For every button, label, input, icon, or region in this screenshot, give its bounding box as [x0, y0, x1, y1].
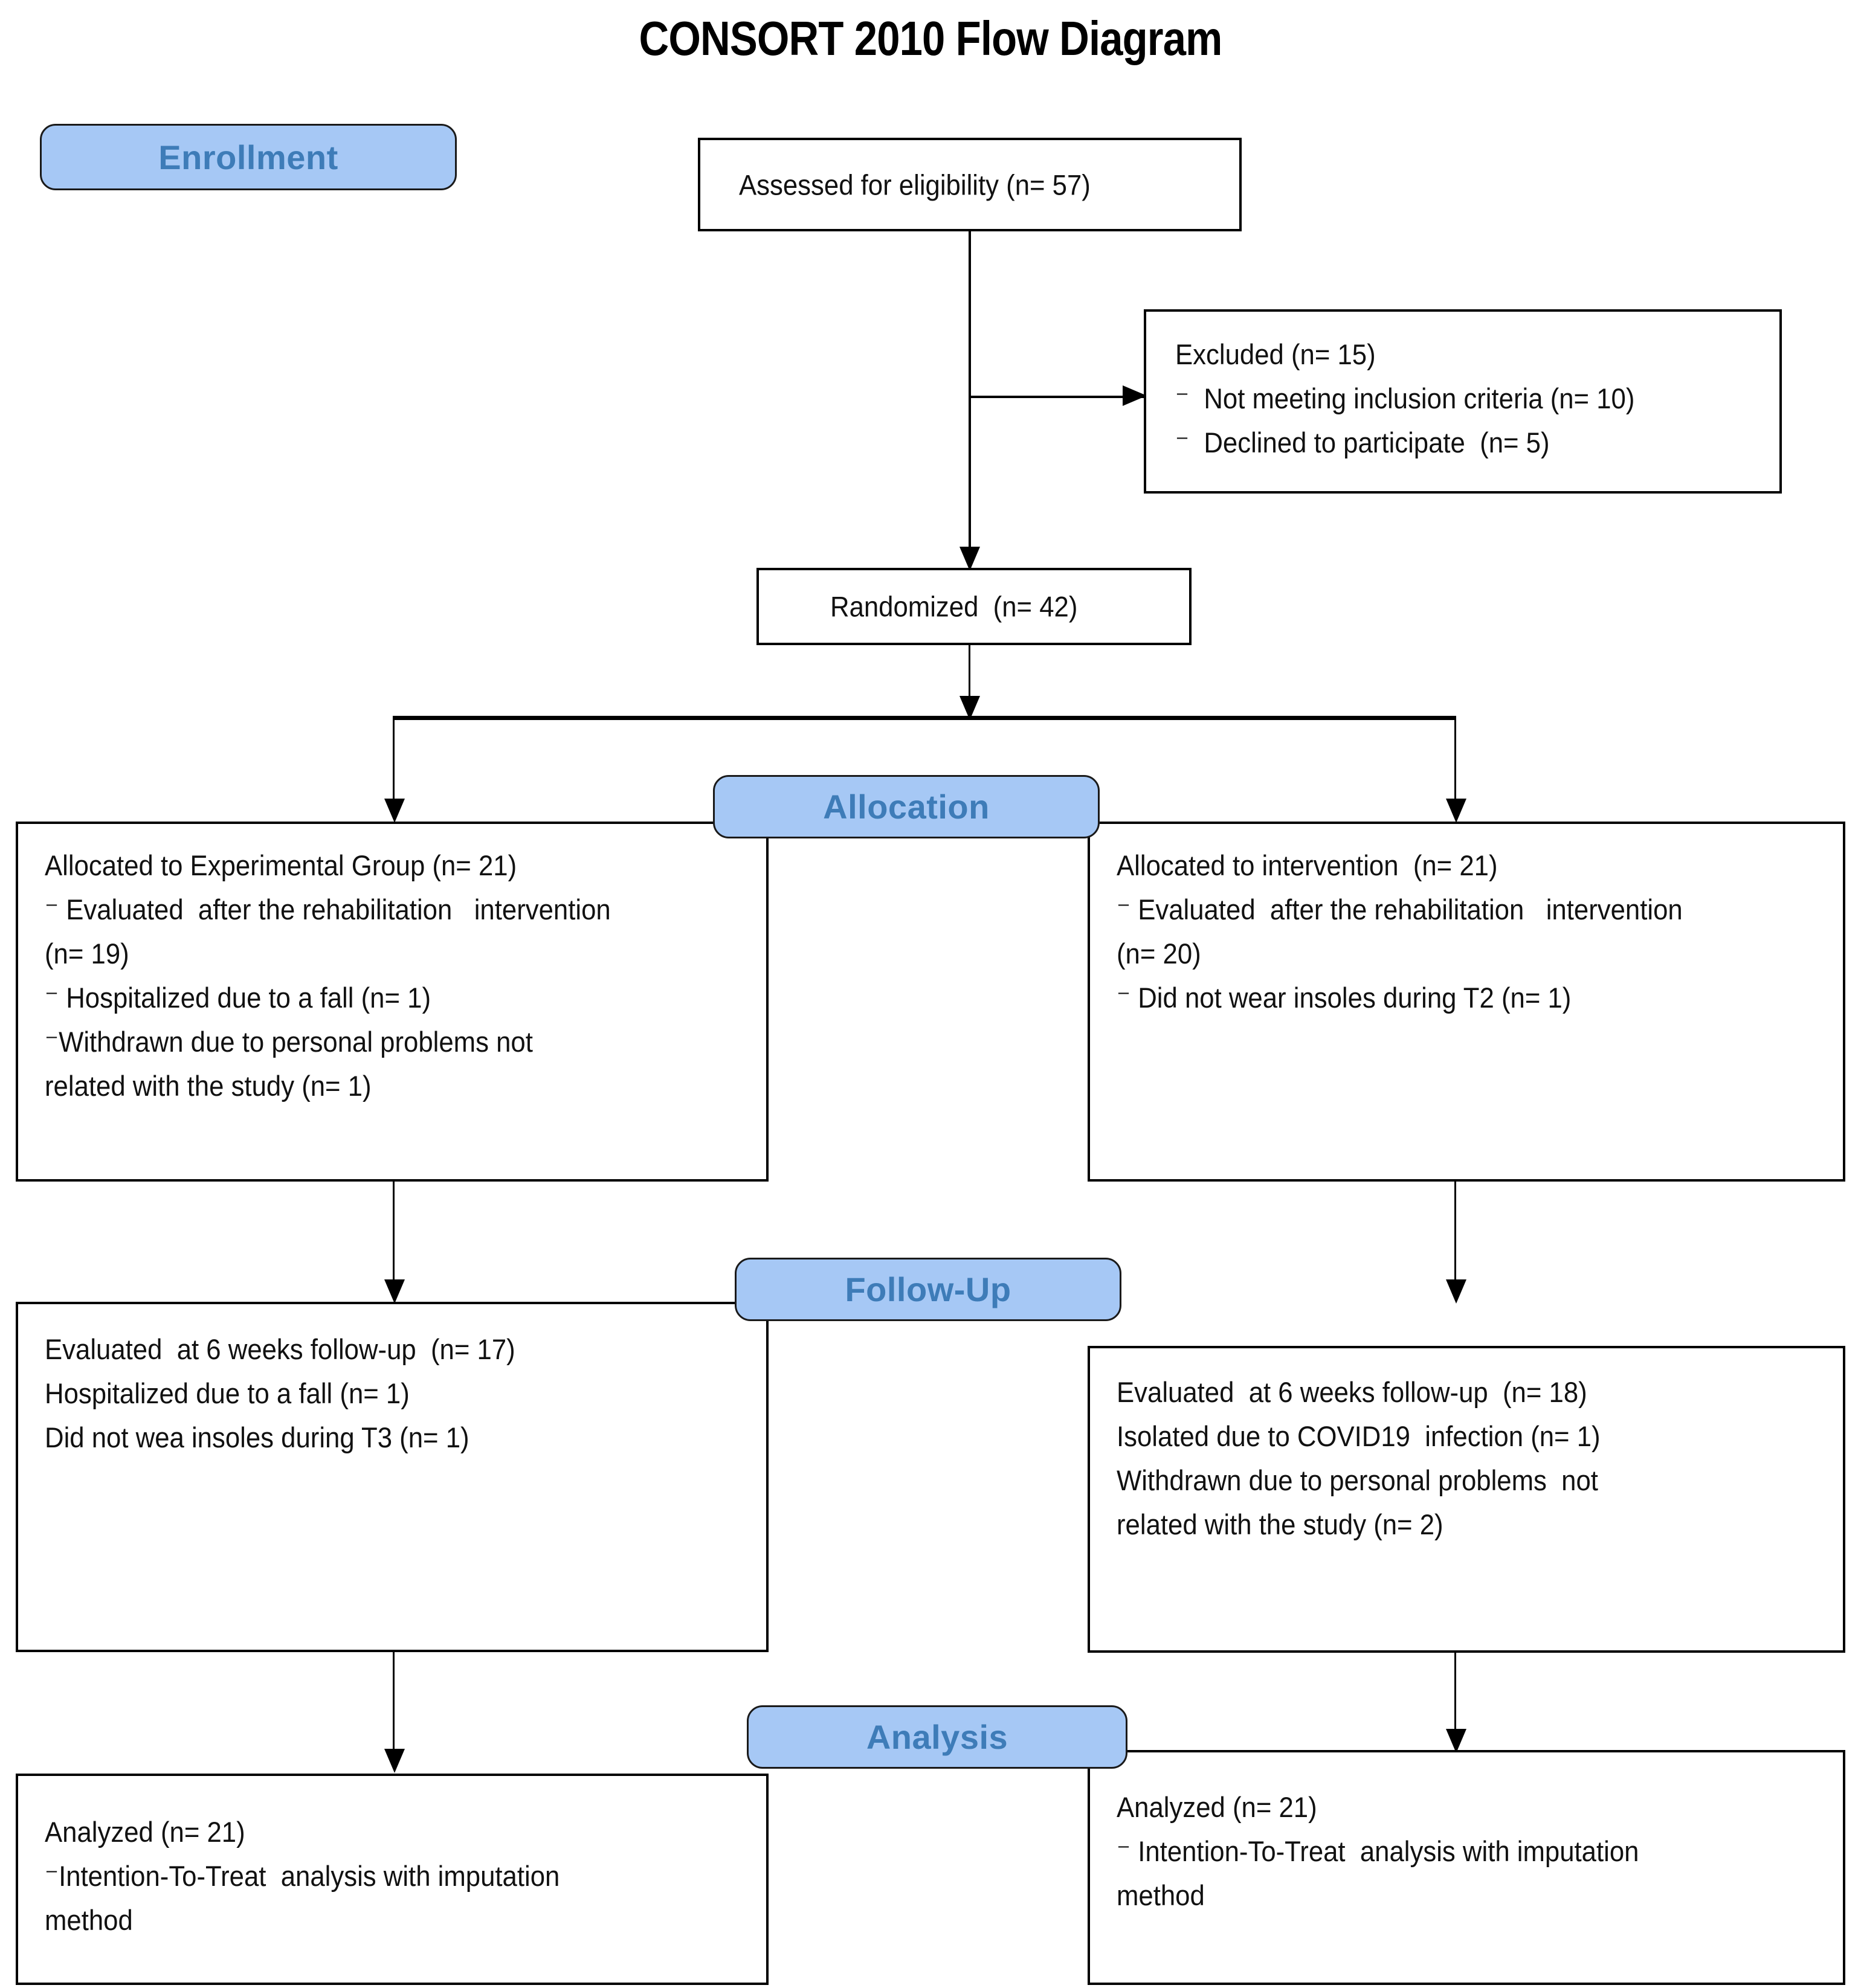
node-analysis-experimental-text: Analyzed (n= 21) ⁻Intention-To-Treat ana… [45, 1816, 560, 1936]
stage-badge-analysis: Analysis [747, 1705, 1127, 1769]
page-title: CONSORT 2010 Flow Diagram [639, 11, 1223, 65]
node-followup-intervention: Evaluated at 6 weeks follow-up (n= 18) I… [1088, 1346, 1845, 1653]
stage-badge-enrollment-label: Enrollment [158, 138, 338, 176]
node-allocation-experimental-text: Allocated to Experimental Group (n= 21) … [45, 849, 611, 1102]
connector-split-bar [393, 716, 1456, 720]
stage-badge-allocation-label: Allocation [823, 788, 990, 826]
connector-assessed-to-randomized [969, 231, 971, 570]
node-randomized-text: Randomized (n= 42) [830, 590, 1078, 623]
connector-randomized-down [969, 645, 970, 712]
node-analysis-intervention-text: Analyzed (n= 21) ⁻ Intention-To-Treat an… [1117, 1791, 1639, 1911]
arrowhead-analysis-right [1446, 1729, 1466, 1753]
arrowhead-to-excluded [1123, 385, 1147, 406]
node-analysis-experimental: Analyzed (n= 21) ⁻Intention-To-Treat ana… [16, 1774, 769, 1985]
arrowhead-followup-left [384, 1279, 405, 1304]
node-randomized: Randomized (n= 42) [756, 568, 1192, 645]
arrowhead-followup-right [1446, 1279, 1466, 1304]
connector-split-right [1454, 716, 1456, 815]
node-allocation-intervention-text: Allocated to intervention (n= 21) ⁻ Eval… [1117, 849, 1683, 1014]
node-excluded: Excluded (n= 15) ⁻ Not meeting inclusion… [1144, 309, 1782, 494]
stage-badge-followup: Follow-Up [735, 1258, 1121, 1321]
node-allocation-intervention: Allocated to intervention (n= 21) ⁻ Eval… [1088, 822, 1845, 1182]
stage-badge-allocation: Allocation [713, 775, 1100, 838]
stage-badge-enrollment: Enrollment [40, 124, 457, 190]
node-followup-experimental-text: Evaluated at 6 weeks follow-up (n= 17) H… [45, 1333, 515, 1453]
connector-alloc-right-to-followup [1454, 1182, 1456, 1296]
arrowhead-allocation-right [1446, 799, 1466, 823]
node-analysis-intervention: Analyzed (n= 21) ⁻ Intention-To-Treat an… [1088, 1750, 1845, 1985]
stage-badge-followup-label: Follow-Up [845, 1270, 1011, 1308]
arrowhead-allocation-left [384, 799, 405, 823]
arrowhead-analysis-left [384, 1749, 405, 1773]
node-allocation-experimental: Allocated to Experimental Group (n= 21) … [16, 822, 769, 1182]
connector-to-excluded [969, 396, 1144, 398]
node-excluded-text: Excluded (n= 15) ⁻ Not meeting inclusion… [1175, 338, 1635, 458]
stage-badge-analysis-label: Analysis [866, 1718, 1008, 1756]
node-assessed-for-eligibility-text: Assessed for eligibility (n= 57) [739, 169, 1091, 201]
connector-alloc-left-to-followup [393, 1182, 395, 1296]
connector-split-left [393, 716, 395, 815]
connector-followup-right-to-analysis [1454, 1653, 1456, 1746]
connector-followup-left-to-analysis [393, 1652, 395, 1767]
node-assessed-for-eligibility: Assessed for eligibility (n= 57) [698, 138, 1242, 231]
arrowhead-randomized-split [960, 696, 980, 720]
node-followup-intervention-text: Evaluated at 6 weeks follow-up (n= 18) I… [1117, 1376, 1601, 1540]
node-followup-experimental: Evaluated at 6 weeks follow-up (n= 17) H… [16, 1302, 769, 1652]
arrowhead-to-randomized [960, 547, 980, 571]
